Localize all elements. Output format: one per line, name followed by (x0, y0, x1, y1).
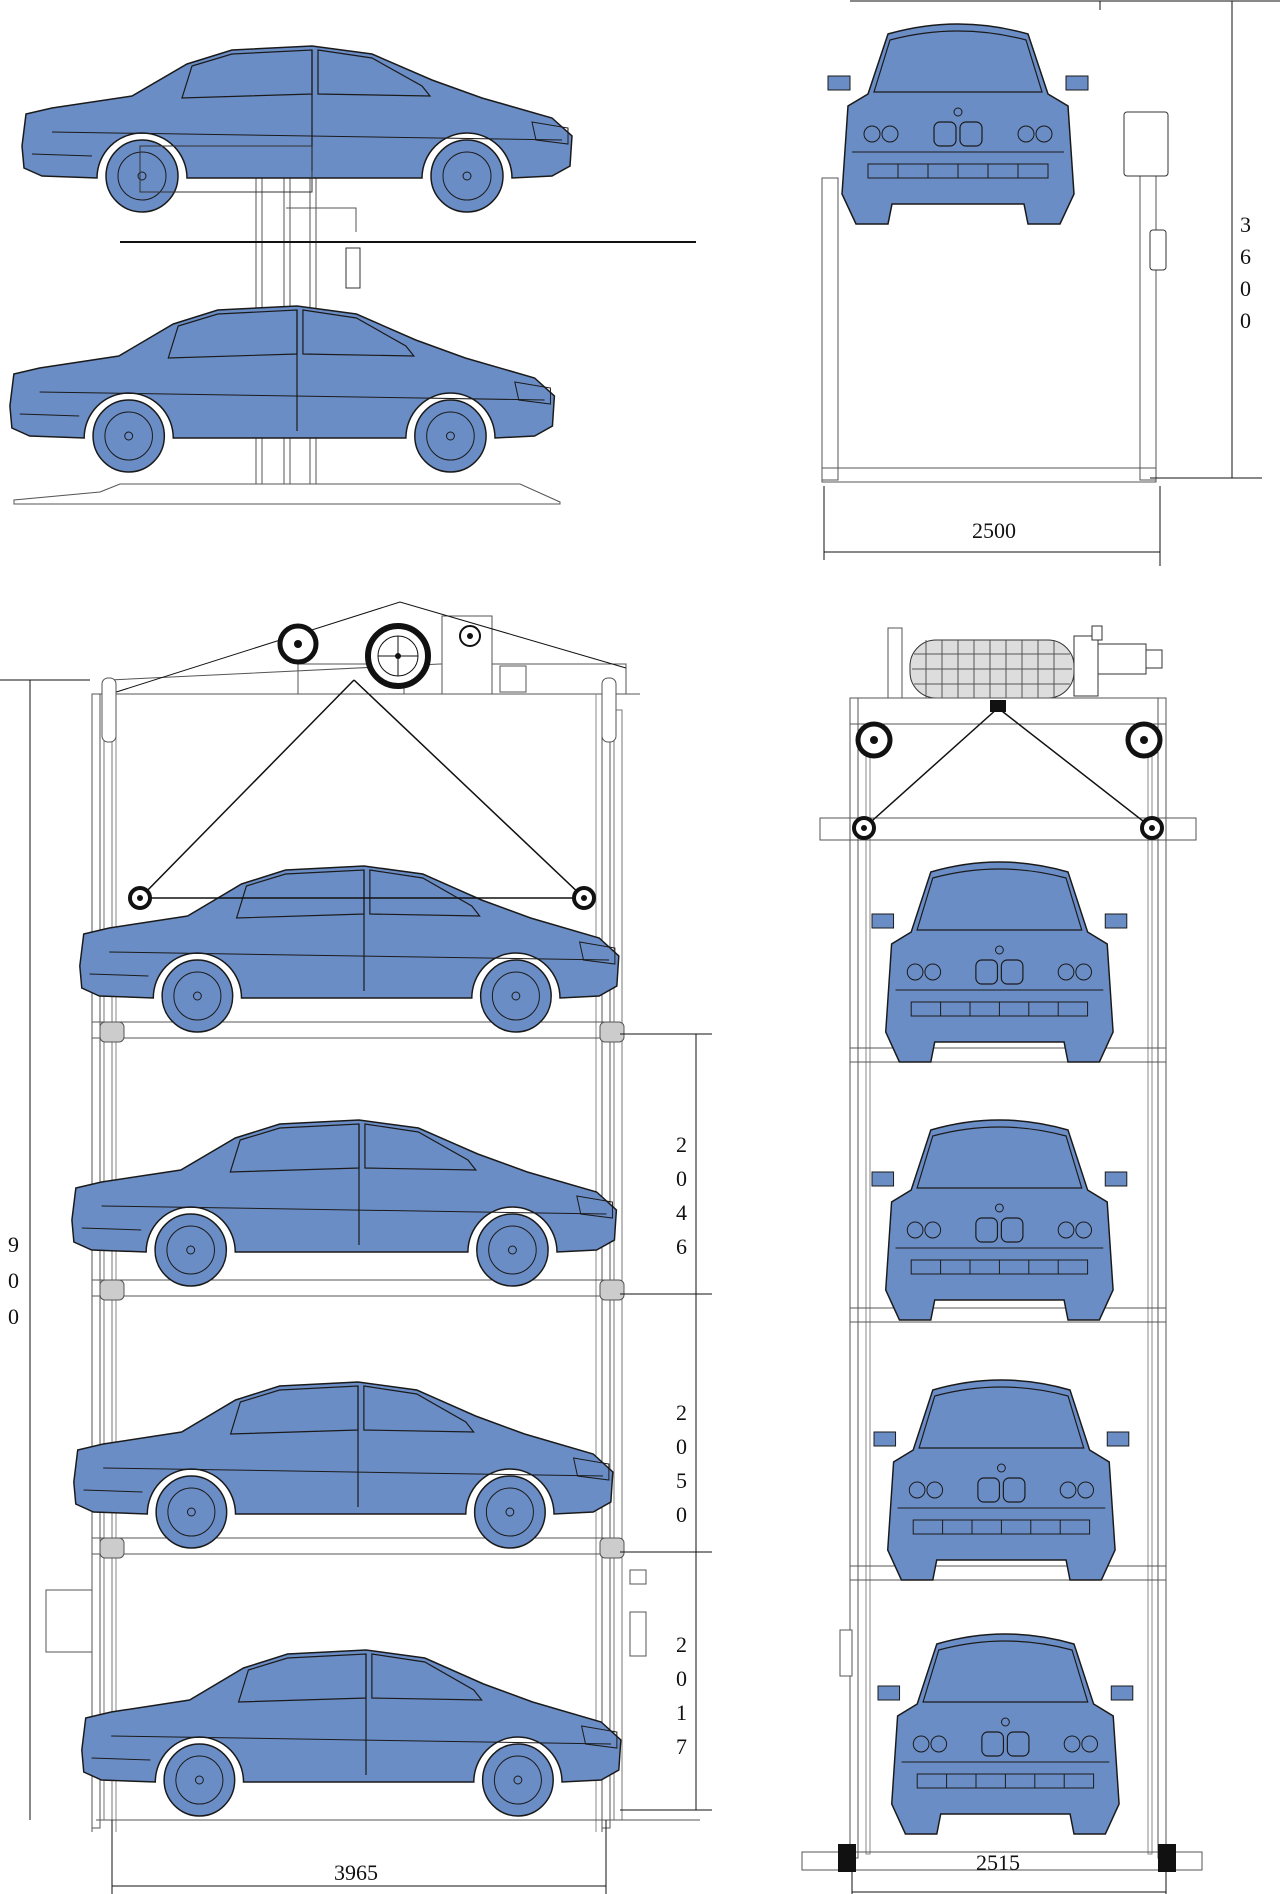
two-post-front-view: 3 6 0 0 2500 (821, 0, 1280, 566)
tower-front-view: 2515 (801, 625, 1203, 1894)
dim-2050-digit: 2 (676, 1400, 687, 1425)
dim-2050-digit: 0 (676, 1434, 687, 1459)
car-front-icon (871, 1119, 1128, 1321)
two-post-side-view (9, 45, 696, 505)
dim-2017-digit: 7 (676, 1734, 687, 1759)
dim-2017-digit: 1 (676, 1700, 687, 1725)
pulley-icon (572, 886, 596, 910)
dim-2050-digit: 0 (676, 1502, 687, 1527)
dim-3600-digit: 6 (1240, 244, 1251, 269)
car-side-icon (21, 45, 573, 213)
pulley-icon (277, 623, 319, 665)
dim-3600-digit: 0 (1240, 276, 1251, 301)
dim-2050-digit: 5 (676, 1468, 687, 1493)
dim-2515: 2515 (976, 1850, 1020, 1875)
dim-900-digit: 9 (8, 1232, 19, 1257)
dim-3965: 3965 (334, 1860, 378, 1885)
car-front-icon (827, 23, 1089, 225)
pulley-icon (459, 625, 481, 647)
car-side-icon (73, 1381, 614, 1549)
dim-2500: 2500 (972, 518, 1016, 543)
pulley-icon (1125, 721, 1163, 759)
car-side-icon (71, 1119, 618, 1287)
dim-3600-digit: 3 (1240, 212, 1251, 237)
car-side-icon (81, 1649, 622, 1817)
dim-900-digit: 0 (8, 1304, 19, 1329)
dim-2046-digit: 4 (676, 1200, 687, 1225)
car-side-icon (9, 305, 556, 473)
dim-2046-digit: 2 (676, 1132, 687, 1157)
dim-900-digit: 0 (8, 1268, 19, 1293)
car-front-icon (873, 1379, 1130, 1581)
dim-2017-digit: 0 (676, 1666, 687, 1691)
dim-2046-digit: 6 (676, 1234, 687, 1259)
pulley-icon (128, 886, 152, 910)
car-front-icon (877, 1633, 1134, 1835)
pulley-icon (855, 721, 893, 759)
car-front-icon (871, 861, 1128, 1063)
pulley-icon (368, 626, 428, 686)
dim-3600-digit: 0 (1240, 308, 1251, 333)
tower-side-view: 9 0 0 2 0 4 6 2 0 5 0 2 0 1 7 3965 (0, 601, 712, 1894)
dim-2046-digit: 0 (676, 1166, 687, 1191)
dim-2017-digit: 2 (676, 1632, 687, 1657)
pulley-icon (852, 816, 876, 840)
car-side-icon (79, 865, 620, 1033)
pulley-icon (1140, 816, 1164, 840)
